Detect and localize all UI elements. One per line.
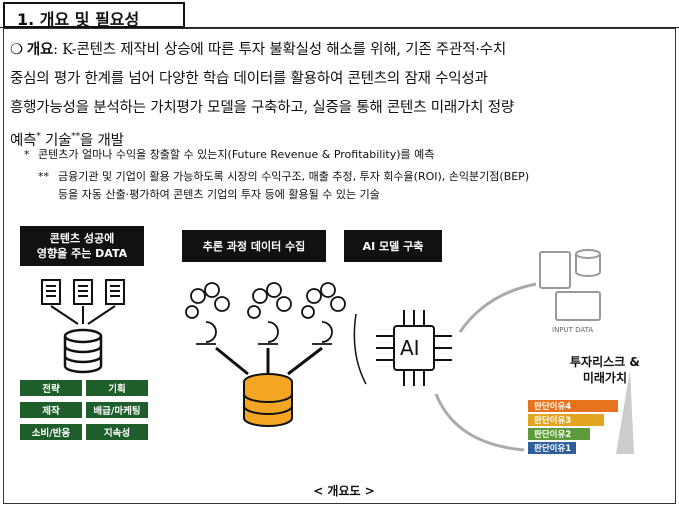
- factor-box: 전략: [20, 380, 82, 396]
- footnote-1: * 콘텐츠가 얼마나 수익을 창출할 수 있는지(Future Revenue …: [24, 146, 668, 164]
- factor-box: 소비/반응: [20, 424, 82, 440]
- input-data-label: INPUT DATA: [552, 326, 594, 334]
- data-box: 콘텐츠 성공에 영향을 주는 DATA: [20, 226, 144, 266]
- overview-text-4c: 을 개발: [79, 132, 124, 149]
- ai-model-box: AI 모델 구축: [344, 230, 442, 262]
- factor-box: 배급/마케팅: [86, 402, 148, 418]
- document-icons: [41, 279, 125, 325]
- factor-box: 제작: [20, 402, 82, 418]
- people-icons: [185, 282, 346, 376]
- bullet: ❍: [10, 42, 23, 58]
- content-frame: [3, 28, 676, 504]
- data-box-line1: 콘텐츠 성공에: [49, 232, 115, 245]
- overview-text-4a: 예측: [10, 132, 37, 149]
- footnote-2-mark: **: [38, 170, 49, 183]
- overview-paragraph: ❍개요: K-콘텐츠 제작비 상승에 따른 투자 불확실성 해소를 위해, 기존…: [10, 36, 670, 156]
- flow-arrows: [434, 282, 537, 452]
- footnote-1-mark: *: [24, 148, 30, 161]
- footnote-2-text-2: 등을 자동 산출·평가하여 콘텐츠 기업의 투자 등에 활용될 수 있는 기술: [58, 188, 380, 201]
- step-3: 판단이유3: [528, 414, 604, 426]
- collect-box-label: 추론 과정 데이터 수집: [202, 239, 306, 253]
- section-title: 1. 개요 및 필요성: [17, 10, 140, 29]
- overview-text-1: : K-콘텐츠 제작비 상승에 따른 투자 불확실성 해소를 위해, 기존 주관…: [53, 42, 507, 58]
- overview-line-3: 흥행가능성을 분석하는 가치평가 모델을 구축하고, 실증을 통해 콘텐츠 미래…: [10, 100, 514, 116]
- diagram-caption: < 개요도 >: [313, 484, 375, 498]
- step-1: 판단이유1: [528, 442, 576, 454]
- footnote-mark-1: *: [36, 132, 41, 142]
- ai-model-box-label: AI 모델 구축: [362, 239, 424, 253]
- footnote-2-text: 금융기관 및 기업이 활용 가능하도록 시장의 수익구조, 매출 추정, 투자 …: [58, 170, 530, 183]
- ai-label: AI: [400, 336, 420, 360]
- top-rule: [0, 27, 679, 28]
- ai-chip-icon: [353, 310, 452, 386]
- step-4: 판단이유4: [528, 400, 618, 412]
- section-header: 1. 개요 및 필요성: [3, 2, 185, 29]
- footnote-1-text: 콘텐츠가 얼마나 수익을 창출할 수 있는지(Future Revenue & …: [38, 148, 435, 161]
- factor-box: 기획: [86, 380, 148, 396]
- overview-line-2: 중심의 평가 한계를 넘어 다양한 학습 데이터를 활용하여 콘텐츠의 잠재 수…: [10, 71, 488, 87]
- overview-text-4b: 기술: [40, 132, 72, 149]
- staircase-graphic: [616, 370, 634, 454]
- overview-diagram: 콘텐츠 성공에 영향을 주는 DATA 추론 과정 데이터 수집 AI 모델 구…: [16, 214, 672, 500]
- result-label: 투자리스크 & 미래가치: [570, 354, 640, 386]
- step-2: 판단이유2: [528, 428, 590, 440]
- overview-lead: 개요: [26, 42, 54, 58]
- input-data-icons: [539, 249, 601, 321]
- footnote-mark-2: **: [71, 132, 80, 142]
- overview-line-4: 예측* 기술**을 개발: [10, 123, 670, 156]
- diagram-graphics: [41, 249, 634, 454]
- overview-line-1: ❍개요: K-콘텐츠 제작비 상승에 따른 투자 불확실성 해소를 위해, 기존…: [10, 36, 670, 65]
- collect-box: 추론 과정 데이터 수집: [182, 230, 326, 262]
- footnote-2: ** 금융기관 및 기업이 활용 가능하도록 시장의 수익구조, 매출 추정, …: [38, 168, 670, 204]
- data-box-line2: 영향을 주는 DATA: [36, 247, 128, 260]
- orange-database-icon: [243, 373, 293, 427]
- result-line2: 미래가치: [582, 371, 627, 385]
- database-icon: [63, 328, 103, 374]
- result-line1: 투자리스크 &: [570, 355, 640, 369]
- factor-box: 지속성: [86, 424, 148, 440]
